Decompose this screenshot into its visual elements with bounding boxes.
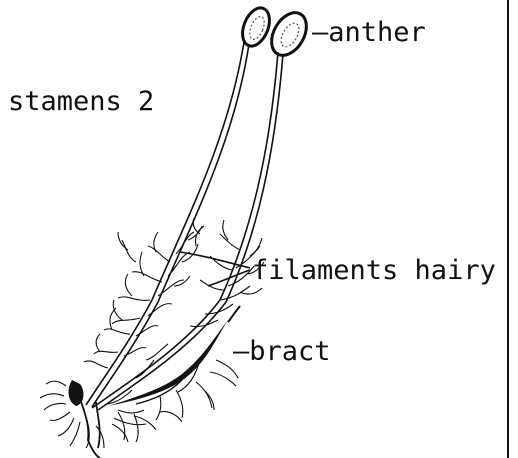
anther-label: —anther: [312, 19, 426, 46]
anther-left: [237, 4, 274, 50]
stamens-count-label: stamens 2: [8, 88, 154, 115]
anther-right: [265, 7, 314, 62]
filaments-label: filaments hairy: [252, 257, 496, 284]
stamen-base: [40, 380, 182, 458]
bract: [108, 306, 240, 420]
bract-label: —bract: [233, 338, 331, 365]
